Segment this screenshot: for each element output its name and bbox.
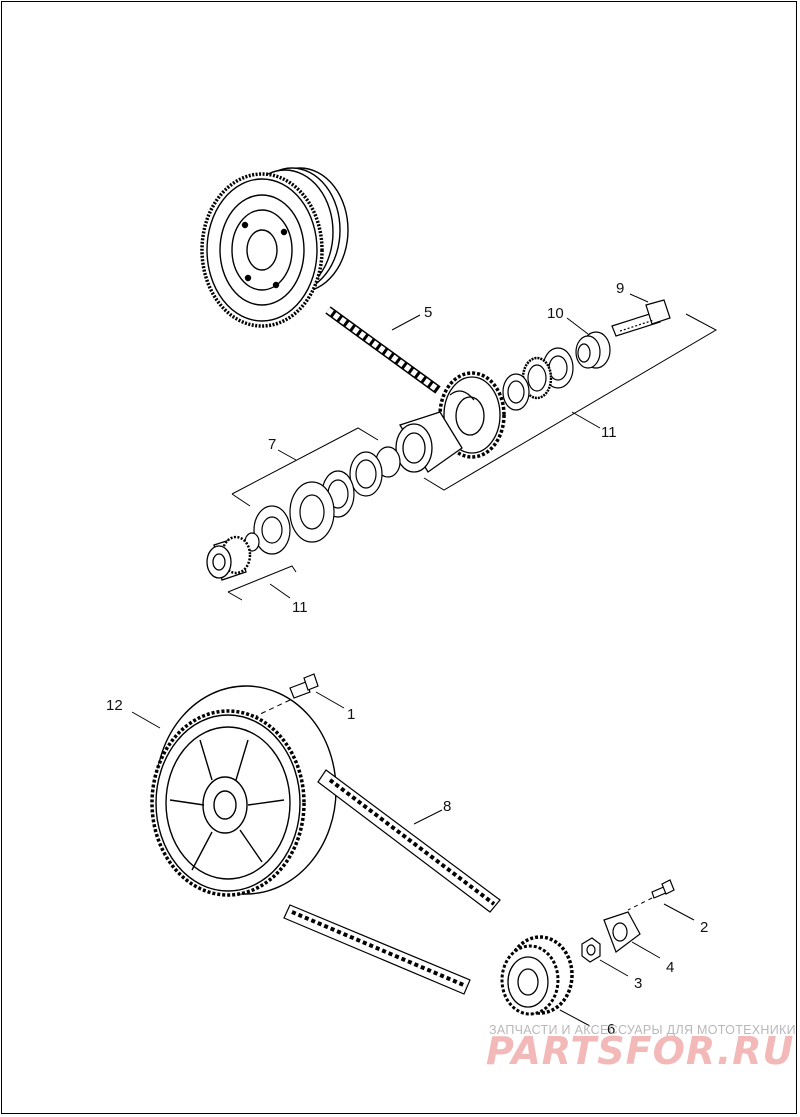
compensator-cam-illustration [395, 411, 463, 473]
callout-1: 1 [347, 706, 355, 723]
leader-1 [315, 691, 345, 709]
engine-sprocket-hub-illustration [206, 535, 252, 581]
callout-7: 7 [268, 436, 276, 453]
callout-8: 8 [443, 798, 451, 815]
compensator-washers [502, 347, 574, 411]
screw-illustration [651, 879, 675, 899]
callout-4: 4 [666, 959, 674, 976]
leader-10 [566, 317, 589, 335]
bracket-7 [231, 427, 379, 507]
clutch-plates-illustration [244, 446, 401, 555]
leader-11-upper [571, 411, 601, 429]
callout-2: 2 [700, 919, 708, 936]
callout-9: 9 [616, 280, 624, 297]
nut-illustration [581, 937, 601, 963]
leader-9 [629, 293, 649, 303]
clutch-shell-illustration [200, 167, 349, 328]
callout-11-upper: 11 [601, 424, 617, 441]
leader-2 [663, 903, 695, 921]
callout-5: 5 [424, 304, 432, 321]
callout-12: 12 [106, 697, 123, 714]
compensator-sprocket-illustration [438, 371, 506, 459]
compensator-nut-illustration [575, 331, 611, 369]
callout-11-lower: 11 [292, 599, 308, 616]
watermark-logo: PARTSFOR.RU [486, 1029, 794, 1073]
leader-12 [131, 711, 161, 729]
drive-belt-illustration [283, 769, 501, 995]
watermark-tagline: ЗАПЧАСТИ И АКСЕССУАРЫ ДЛЯ МОТОТЕХНИКИ [489, 1023, 796, 1037]
callout-3: 3 [634, 975, 642, 992]
leader-6 [559, 1009, 591, 1027]
bracket-11-lower [227, 565, 297, 601]
bolt-illustration [611, 299, 671, 337]
callout-10: 10 [547, 305, 564, 322]
leader-3 [599, 959, 629, 977]
leader-11-lower [269, 583, 291, 599]
primary-chain-illustration [325, 306, 441, 394]
lock-plate-illustration [603, 911, 641, 953]
bracket-11-upper [423, 313, 718, 491]
leader-5 [391, 314, 421, 331]
leader-8 [413, 809, 443, 825]
rear-pulley-illustration [150, 685, 337, 897]
pulley-bolt-illustration [289, 673, 319, 699]
callout-6: 6 [607, 1021, 615, 1038]
leader-7 [277, 449, 297, 461]
front-pulley-illustration [500, 935, 574, 1016]
leader-4 [631, 941, 661, 959]
